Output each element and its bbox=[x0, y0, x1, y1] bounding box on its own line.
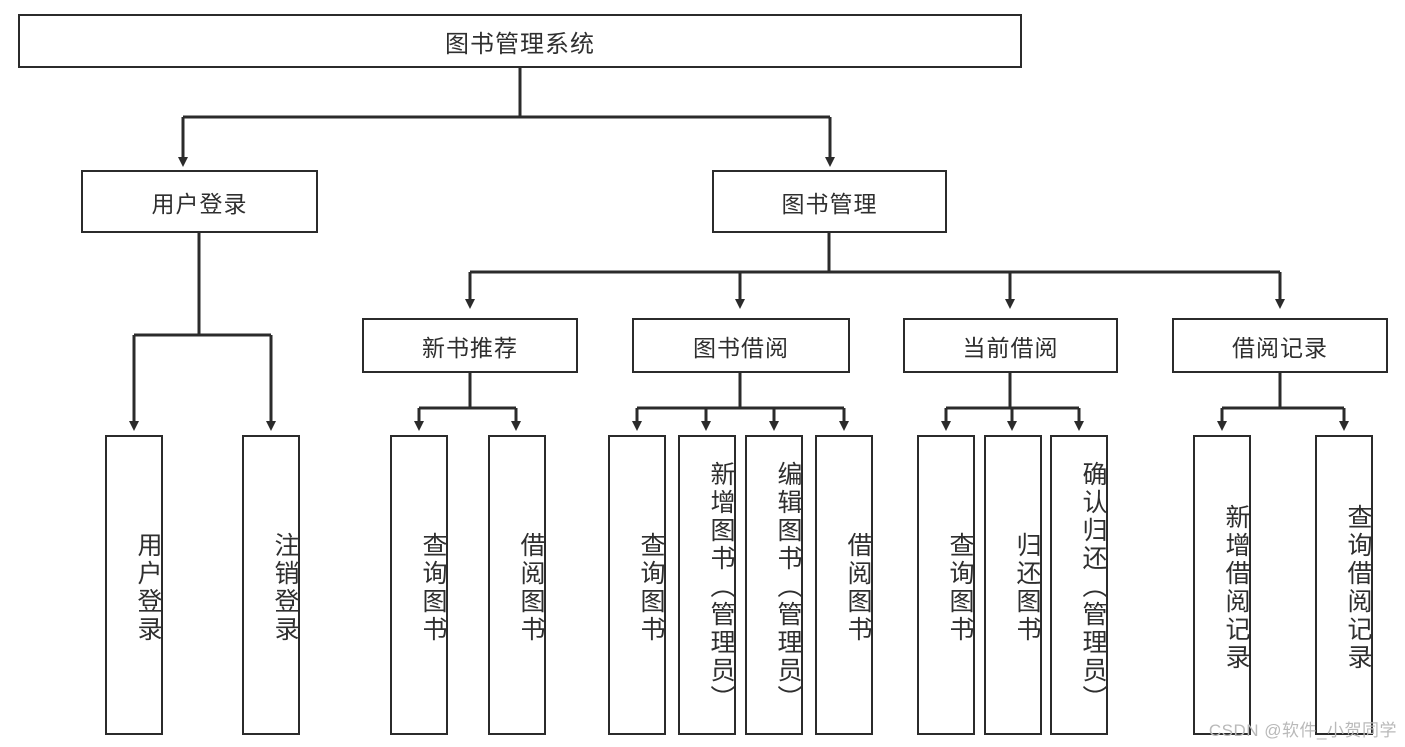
node-leaf-edit-book[interactable]: 编辑图书（管理员） bbox=[745, 435, 803, 735]
node-leaf-user-logout[interactable]: 注销登录 bbox=[242, 435, 300, 735]
node-leaf-query-book-3[interactable]: 查询图书 bbox=[917, 435, 975, 735]
node-root[interactable]: 图书管理系统 bbox=[18, 14, 1022, 68]
node-leaf-borrow-book-2[interactable]: 借阅图书 bbox=[815, 435, 873, 735]
node-borrow-record[interactable]: 借阅记录 bbox=[1172, 318, 1388, 373]
node-leaf-add-record[interactable]: 新增借阅记录 bbox=[1193, 435, 1251, 735]
node-leaf-return-book[interactable]: 归还图书 bbox=[984, 435, 1042, 735]
node-leaf-borrow-book-1[interactable]: 借阅图书 bbox=[488, 435, 546, 735]
node-book-borrow[interactable]: 图书借阅 bbox=[632, 318, 850, 373]
node-leaf-user-login[interactable]: 用户登录 bbox=[105, 435, 163, 735]
node-user-login[interactable]: 用户登录 bbox=[81, 170, 318, 233]
node-current-borrow[interactable]: 当前借阅 bbox=[903, 318, 1118, 373]
node-new-book-rec[interactable]: 新书推荐 bbox=[362, 318, 578, 373]
node-book-manage[interactable]: 图书管理 bbox=[712, 170, 947, 233]
watermark-text: CSDN @软件_小贺同学 bbox=[1208, 721, 1397, 740]
node-leaf-confirm-return[interactable]: 确认归还（管理员） bbox=[1050, 435, 1108, 735]
node-leaf-query-book-1[interactable]: 查询图书 bbox=[390, 435, 448, 735]
node-leaf-query-record[interactable]: 查询借阅记录 bbox=[1315, 435, 1373, 735]
node-leaf-query-book-2[interactable]: 查询图书 bbox=[608, 435, 666, 735]
node-leaf-add-book[interactable]: 新增图书（管理员） bbox=[678, 435, 736, 735]
